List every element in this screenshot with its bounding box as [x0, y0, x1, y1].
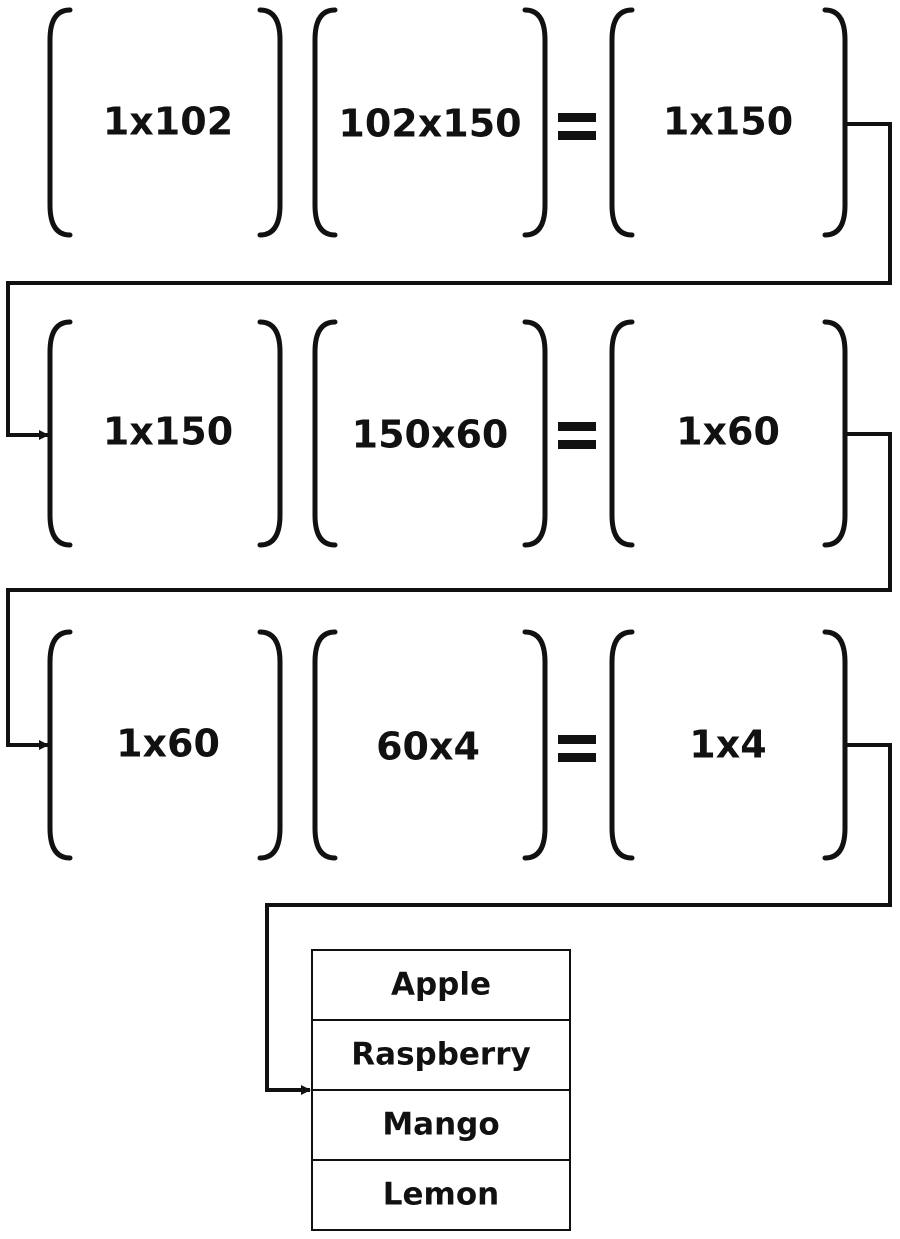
right-matrix-3: 60x4: [312, 629, 548, 861]
left-matrix-2: 1x150: [47, 319, 283, 548]
class-label-raspberry: Raspberry: [351, 1037, 530, 1073]
right-matrix-1: 102x150: [312, 7, 548, 238]
equation-row-3: 1x60 60x4 1x4: [47, 629, 848, 861]
flow-arrow-1: [6, 122, 892, 440]
equation-row-2: 1x150 150x60 1x60: [47, 319, 848, 548]
result-matrix-2: 1x60: [609, 319, 848, 548]
flow-arrow-2: [6, 432, 892, 750]
result-matrix-3: 1x4: [609, 629, 848, 861]
right-matrix-2: 150x60: [312, 319, 548, 548]
result-matrix-label: 1x60: [676, 410, 780, 454]
left-matrix-label: 1x150: [103, 410, 233, 454]
equals-sign: [558, 422, 596, 449]
result-matrix-label: 1x150: [663, 100, 793, 144]
right-matrix-label: 60x4: [376, 725, 480, 769]
output-class-table: Apple Raspberry Mango Lemon: [311, 949, 571, 1231]
equation-row-1: 1x102 102x150 1x150: [47, 7, 848, 238]
equals-sign: [558, 735, 596, 762]
table-cell: [311, 1019, 571, 1091]
left-matrix-label: 1x102: [103, 100, 233, 144]
flow-arrow-3: [265, 743, 892, 1095]
table-cell: [311, 1159, 571, 1231]
left-matrix-1: 1x102: [47, 7, 283, 238]
right-matrix-label: 102x150: [338, 102, 521, 146]
class-label-apple: Apple: [391, 967, 491, 1003]
left-matrix-label: 1x60: [116, 722, 220, 766]
result-matrix-1: 1x150: [609, 7, 848, 238]
class-label-mango: Mango: [382, 1107, 499, 1143]
left-matrix-3: 1x60: [47, 629, 283, 861]
result-matrix-label: 1x4: [689, 723, 766, 767]
equals-sign: [558, 113, 596, 140]
class-label-lemon: Lemon: [383, 1177, 499, 1213]
right-matrix-label: 150x60: [352, 413, 509, 457]
